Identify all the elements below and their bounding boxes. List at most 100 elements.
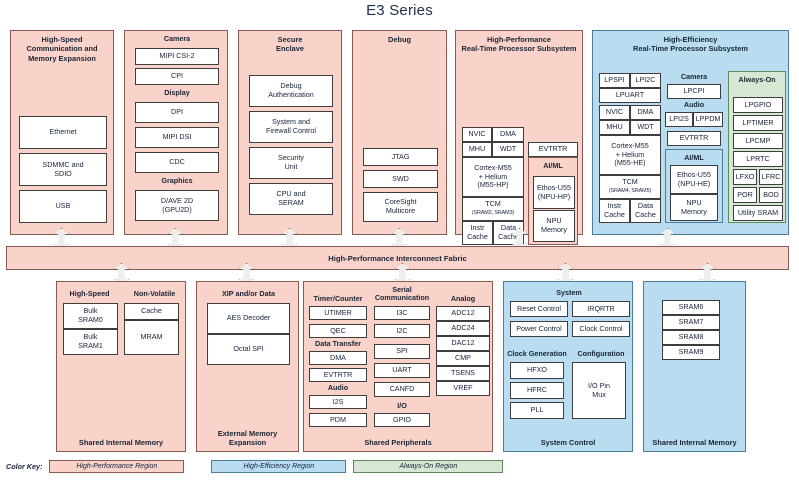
box-reset-control[interactable]: Reset Control bbox=[510, 301, 568, 317]
box-lpi2s[interactable]: LPI2S bbox=[665, 112, 693, 127]
box-gpio[interactable]: GPIO bbox=[374, 413, 430, 427]
box-tcm[interactable]: TCM (SRAM4, SRAM5) bbox=[599, 175, 661, 199]
box-lpspi[interactable]: LPSPI bbox=[599, 73, 630, 88]
group-label-audio: Audio bbox=[327, 383, 349, 392]
box-usb[interactable]: USB bbox=[19, 190, 107, 223]
box-sram6[interactable]: SRAM6 bbox=[662, 300, 720, 315]
box-evtrtr[interactable]: EVTRTR bbox=[309, 368, 367, 382]
box-uart[interactable]: UART bbox=[374, 363, 430, 378]
box-i2c[interactable]: I2C bbox=[374, 324, 430, 338]
box-spi[interactable]: SPI bbox=[374, 344, 430, 359]
box-data-cache[interactable]: Data Cache bbox=[630, 199, 661, 223]
box-lppdm[interactable]: LPPDM bbox=[693, 112, 723, 127]
panel-shared-internal-memory-right: SRAM6 SRAM7 SRAM8 SRAM9 Shared Internal … bbox=[643, 281, 746, 452]
box-mhu[interactable]: MHU bbox=[599, 120, 630, 135]
box-instr-cache[interactable]: Instr Cache bbox=[599, 199, 630, 223]
group-label-configuration: Configuration bbox=[577, 349, 625, 358]
box-dave-2d-gpu2d[interactable]: D/AVE 2D (GPU2D) bbox=[135, 190, 219, 221]
box-pdm[interactable]: PDM bbox=[309, 413, 367, 427]
box-utility-sram[interactable]: Utility SRAM bbox=[733, 205, 783, 221]
box-tsens[interactable]: TSENS bbox=[436, 366, 490, 381]
box-cmp[interactable]: CMP bbox=[436, 351, 490, 366]
box-evtrtr[interactable]: EVTRTR bbox=[667, 131, 721, 146]
box-dpi[interactable]: DPI bbox=[135, 102, 219, 123]
box-tcm[interactable]: TCM (SRAM2, SRAM3) bbox=[462, 197, 524, 221]
box-lpcpi[interactable]: LPCPI bbox=[667, 84, 721, 99]
box-lpgpio[interactable]: LPGPIO bbox=[733, 97, 783, 113]
box-mhu[interactable]: MHU bbox=[462, 142, 492, 157]
box-npu-memory[interactable]: NPU Memory bbox=[670, 194, 718, 221]
box-hfxo[interactable]: HFXO bbox=[510, 362, 564, 379]
box-sdmmc-sdio[interactable]: SDMMC and SDIO bbox=[19, 153, 107, 186]
box-bod[interactable]: BOD bbox=[759, 187, 783, 203]
box-cpu-and-seram[interactable]: CPU and SERAM bbox=[249, 183, 333, 215]
box-cpi[interactable]: CPI bbox=[135, 68, 219, 85]
box-dma[interactable]: DMA bbox=[630, 105, 661, 120]
box-irqrtr[interactable]: IRQRTR bbox=[572, 301, 630, 317]
box-bulk-sram1[interactable]: Bulk SRAM1 bbox=[63, 329, 118, 355]
panel-title: Secure Enclave bbox=[276, 35, 304, 54]
panel-shared-peripherals: Timer/Counter Serial Communication Analo… bbox=[303, 281, 493, 452]
box-cache[interactable]: Cache bbox=[124, 303, 179, 320]
group-label-io: I/O bbox=[397, 401, 407, 410]
box-npu-memory[interactable]: NPU Memory bbox=[533, 210, 575, 242]
box-dma[interactable]: DMA bbox=[309, 351, 367, 365]
box-cortex-m55-helium[interactable]: Cortex-M55 + Helium (M55-HP) bbox=[462, 157, 524, 197]
box-utimer[interactable]: UTIMER bbox=[309, 306, 367, 320]
box-adc12[interactable]: ADC12 bbox=[436, 306, 490, 321]
box-pll[interactable]: PLL bbox=[510, 402, 564, 419]
box-lfxo[interactable]: LFXO bbox=[733, 169, 757, 185]
subpanel-title-ai-ml: AI/ML bbox=[543, 161, 563, 170]
box-instr-cache[interactable]: Instr Cache bbox=[462, 221, 493, 245]
box-evtrtr[interactable]: EVTRTR bbox=[528, 142, 578, 157]
box-sram8[interactable]: SRAM8 bbox=[662, 330, 720, 345]
box-bulk-sram0[interactable]: Bulk SRAM0 bbox=[63, 303, 118, 329]
box-vref[interactable]: VREF bbox=[436, 381, 490, 396]
box-nvic[interactable]: NVIC bbox=[462, 127, 492, 142]
box-lfrc[interactable]: LFRC bbox=[759, 169, 783, 185]
box-lprtc[interactable]: LPRTC bbox=[733, 151, 783, 167]
box-debug-authentication[interactable]: Debug Authentication bbox=[249, 75, 333, 107]
panel-footer: Shared Internal Memory bbox=[78, 438, 164, 447]
group-label-audio: Audio bbox=[683, 100, 705, 109]
box-i3c[interactable]: I3C bbox=[374, 306, 430, 320]
box-ethos-u55-npu-hp[interactable]: Ethos-U55 (NPU-HP) bbox=[533, 176, 575, 209]
box-lpuart[interactable]: LPUART bbox=[599, 88, 661, 103]
box-io-pin-mux[interactable]: I/O Pin Mux bbox=[572, 362, 626, 419]
box-qec[interactable]: QEC bbox=[309, 324, 367, 338]
box-system-firewall-control[interactable]: System and Firewall Control bbox=[249, 111, 333, 143]
box-mram[interactable]: MRAM bbox=[124, 320, 179, 355]
box-swd[interactable]: SWD bbox=[363, 170, 438, 188]
box-lpcmp[interactable]: LPCMP bbox=[733, 133, 783, 149]
box-wdt[interactable]: WDT bbox=[630, 120, 661, 135]
box-coresight-multicore[interactable]: CoreSight Multicore bbox=[363, 192, 438, 222]
box-aes-decoder[interactable]: AES Decoder bbox=[207, 303, 290, 334]
box-dma[interactable]: DMA bbox=[492, 127, 524, 142]
box-canfd[interactable]: CANFD bbox=[374, 382, 430, 397]
box-cdc[interactable]: CDC bbox=[135, 152, 219, 173]
group-label-clock-generation: Clock Generation bbox=[507, 349, 567, 358]
box-lptimer[interactable]: LPTIMER bbox=[733, 115, 783, 131]
box-octal-spi[interactable]: Octal SPI bbox=[207, 334, 290, 365]
box-nvic[interactable]: NVIC bbox=[599, 105, 630, 120]
box-mipi-csi2[interactable]: MIPI CSI-2 bbox=[135, 48, 219, 65]
color-key: Color Key: High-Performance Region High-… bbox=[6, 460, 504, 473]
box-wdt[interactable]: WDT bbox=[492, 142, 524, 157]
box-sram9[interactable]: SRAM9 bbox=[662, 345, 720, 360]
box-jtag[interactable]: JTAG bbox=[363, 148, 438, 166]
box-adc24[interactable]: ADC24 bbox=[436, 321, 490, 336]
box-mipi-dsi[interactable]: MIPI DSI bbox=[135, 127, 219, 148]
box-cortex-m55-helium[interactable]: Cortex-M55 + Helium (M55-HE) bbox=[599, 135, 661, 175]
box-clock-control[interactable]: Clock Control bbox=[572, 321, 630, 337]
box-por[interactable]: POR bbox=[733, 187, 757, 203]
panel-debug: Debug JTAG SWD CoreSight Multicore bbox=[352, 30, 447, 235]
box-hfrc[interactable]: HFRC bbox=[510, 382, 564, 399]
box-lpi2c[interactable]: LPI2C bbox=[630, 73, 661, 88]
box-security-unit[interactable]: Security Unit bbox=[249, 147, 333, 179]
box-ethos-u55-npu-he[interactable]: Ethos-U55 (NPU-HE) bbox=[670, 165, 718, 194]
box-power-control[interactable]: Power Control bbox=[510, 321, 568, 337]
box-ethernet[interactable]: Ethernet bbox=[19, 116, 107, 149]
box-sram7[interactable]: SRAM7 bbox=[662, 315, 720, 330]
box-i2s[interactable]: I2S bbox=[309, 395, 367, 409]
box-dac12[interactable]: DAC12 bbox=[436, 336, 490, 351]
